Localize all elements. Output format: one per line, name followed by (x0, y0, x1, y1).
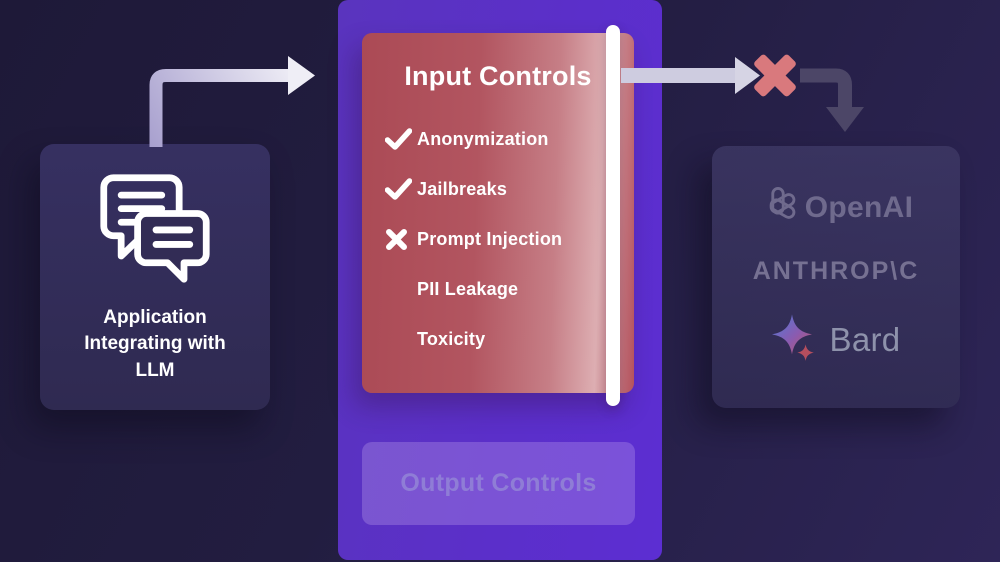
provider-anthropic: ANTHROP\C (753, 257, 920, 286)
bard-sparkle-icon (771, 313, 822, 368)
provider-name: Bard (829, 321, 901, 358)
input-controls-title: Input Controls (404, 61, 592, 91)
application-card-label: Application Integrating with LLM (84, 307, 226, 381)
blocked-x-icon (754, 54, 796, 97)
checklist-item-label: Prompt Injection (417, 228, 563, 249)
check-icon (385, 127, 417, 151)
checklist-item-anonymization: Anonymization (362, 114, 634, 164)
checklist-item-pii-leakage: PII Leakage (362, 264, 634, 314)
application-card: Application Integrating with LLM (40, 144, 270, 410)
chat-bubbles-icon (92, 170, 218, 291)
output-controls-card: Output Controls (362, 442, 635, 525)
llm-providers-card: OpenAI ANTHROP\C Ba (712, 146, 960, 408)
provider-openai: OpenAI (759, 186, 914, 230)
checklist-item-label: Toxicity (417, 328, 486, 349)
checklist-item-prompt-injection: Prompt Injection (362, 214, 634, 264)
checklist-item-label: PII Leakage (417, 278, 519, 299)
empty-icon-slot (385, 327, 417, 351)
provider-name: OpenAI (804, 191, 914, 224)
gate-bar (606, 25, 620, 406)
provider-bard: Bard (771, 313, 901, 368)
input-controls-card: Input Controls Anonymization Jailbreaks … (362, 33, 634, 393)
checklist-item-label: Jailbreaks (417, 178, 508, 199)
blocked-to-providers-arrow (800, 68, 864, 132)
input-controls-checklist: Anonymization Jailbreaks Prompt Injectio… (362, 114, 634, 364)
checklist-item-toxicity: Toxicity (362, 314, 634, 364)
openai-logo-icon (759, 186, 797, 230)
checklist-item-label: Anonymization (417, 128, 549, 149)
x-icon (385, 227, 417, 251)
checklist-item-jailbreaks: Jailbreaks (362, 164, 634, 214)
empty-icon-slot (385, 277, 417, 301)
app-to-input-arrow (149, 56, 315, 147)
provider-name: ANTHROP\C (752, 256, 920, 285)
check-icon (385, 177, 417, 201)
output-controls-title: Output Controls (400, 469, 597, 497)
